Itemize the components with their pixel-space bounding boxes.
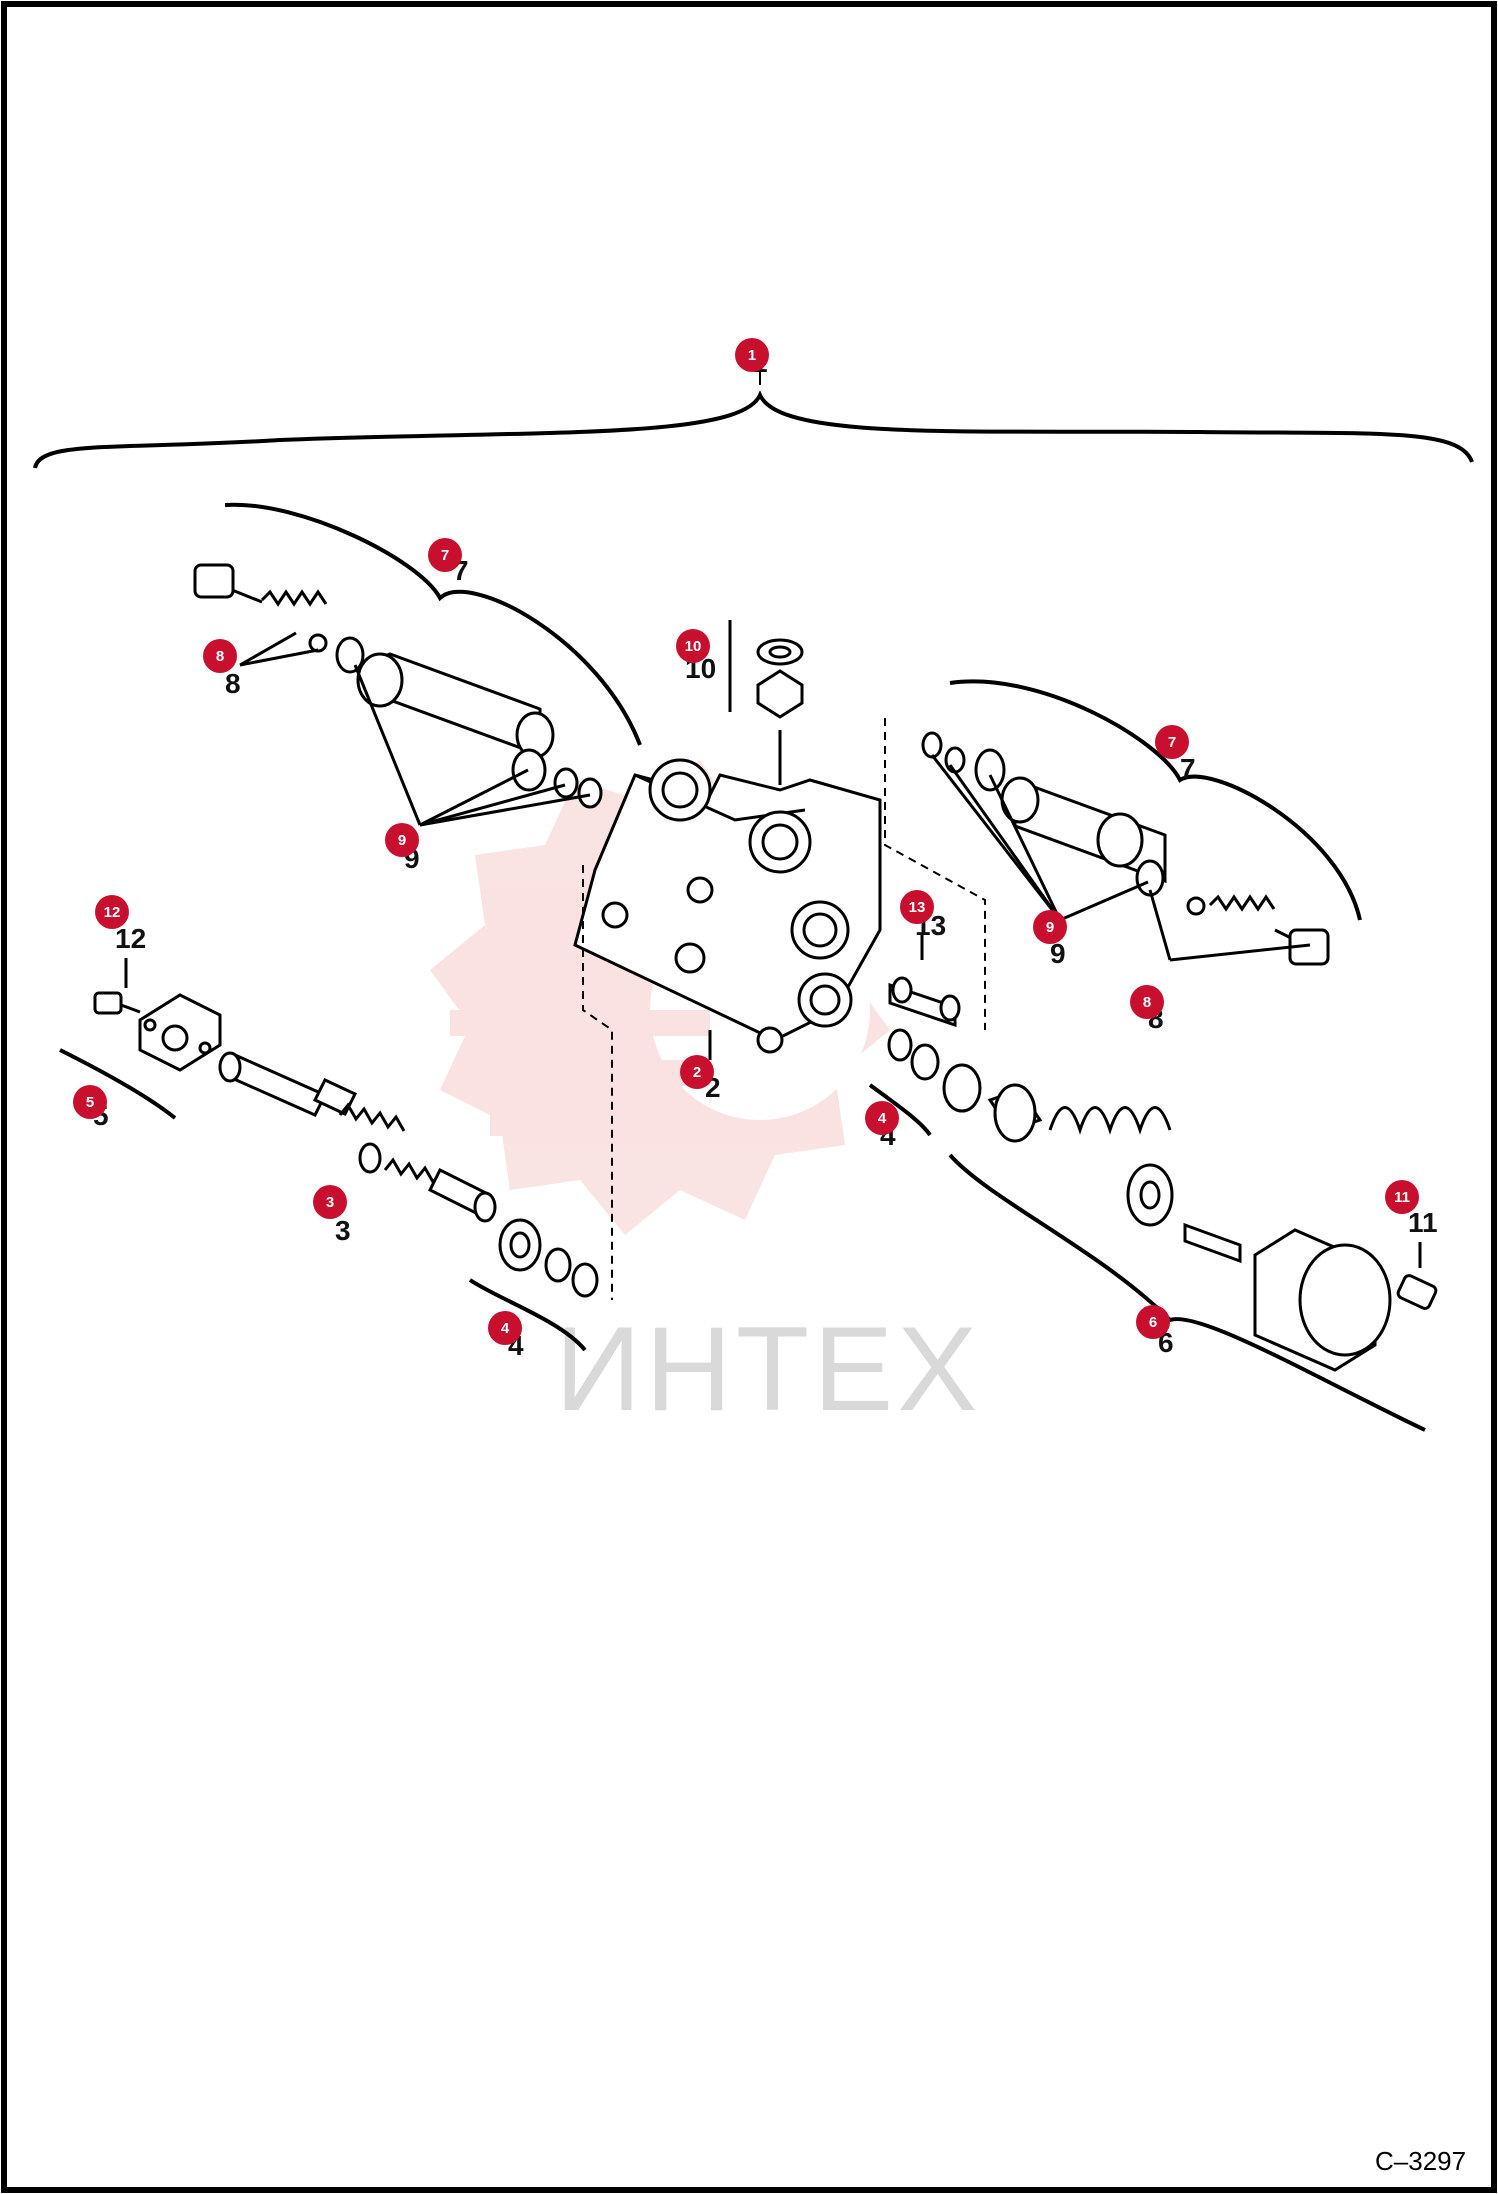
svg-text:9: 9 (398, 832, 406, 849)
relief-valve-left (193, 563, 603, 809)
ref-numeral: 8 (225, 668, 241, 699)
brace-item-6 (948, 1153, 1426, 1432)
svg-text:2: 2 (693, 1064, 701, 1081)
valve-body (573, 758, 882, 1060)
leader-lines (239, 631, 1311, 962)
callout-10: 10 (676, 629, 710, 663)
svg-text:11: 11 (1394, 1189, 1410, 1206)
svg-text:8: 8 (216, 648, 224, 665)
callout-4-left: 4 (488, 1311, 522, 1345)
callout-badges: 1 7 8 10 9 7 13 9 12 8 2 5 4 3 11 6 4 (73, 338, 1419, 1345)
svg-text:4: 4 (878, 1110, 887, 1127)
svg-text:4: 4 (501, 1320, 510, 1337)
svg-text:8: 8 (1143, 994, 1151, 1011)
relief-valve-right (921, 731, 1330, 966)
ref-numeral: 11 (1408, 1207, 1438, 1238)
end-cap-left (138, 993, 222, 1072)
figure-code: C–3297 (1375, 2146, 1466, 2176)
svg-text:7: 7 (1168, 734, 1176, 751)
reference-numerals: 1 7 8 10 9 7 13 9 12 8 2 5 4 3 11 6 4 (93, 347, 1438, 1361)
callout-9-right: 9 (1033, 910, 1067, 944)
callout-8-left: 8 (203, 639, 237, 673)
callout-7-right: 7 (1155, 725, 1189, 759)
svg-text:5: 5 (86, 1094, 94, 1111)
callout-2: 2 (680, 1055, 714, 1089)
ref-numeral: 12 (115, 923, 146, 954)
brace-item-5 (59, 1048, 177, 1120)
svg-text:6: 6 (1149, 1314, 1157, 1331)
svg-text:12: 12 (104, 904, 121, 921)
ref-numeral: 9 (1050, 938, 1066, 969)
callout-1: 1 (735, 338, 769, 372)
seal-kit-right (887, 1028, 982, 1113)
nut-and-washer (728, 620, 804, 785)
svg-text:7: 7 (441, 547, 449, 564)
cap-screw-left (93, 958, 141, 1015)
check-pin (888, 935, 961, 1028)
callout-3: 3 (313, 1185, 347, 1219)
callout-12: 12 (95, 895, 129, 929)
svg-text:3: 3 (326, 1194, 334, 1211)
ref-numeral: 3 (335, 1215, 351, 1246)
watermark-text: ИНТЕХ (555, 1302, 981, 1436)
callout-4-right: 4 (865, 1101, 899, 1135)
alignment-lines (582, 718, 986, 1300)
svg-text:9: 9 (1046, 919, 1054, 936)
callout-11: 11 (1385, 1180, 1419, 1214)
callout-8-right: 8 (1130, 985, 1164, 1019)
brace-item-4-left (468, 1278, 587, 1352)
brace-item-4-right (868, 1083, 932, 1137)
callout-6: 6 (1136, 1305, 1170, 1339)
seal-kit-left (498, 1218, 599, 1298)
callout-13: 13 (900, 890, 934, 924)
callout-5: 5 (73, 1085, 107, 1119)
spring-assembly (987, 1083, 1438, 1372)
svg-text:10: 10 (685, 638, 702, 655)
svg-text:1: 1 (748, 347, 756, 364)
callout-7-left: 7 (428, 538, 462, 572)
assembly-brace (33, 390, 1474, 469)
callout-9-left: 9 (385, 823, 419, 857)
svg-text:13: 13 (909, 899, 926, 916)
relief-brace-left (224, 502, 642, 746)
relief-brace-right (949, 679, 1362, 921)
ref-numeral: 7 (1180, 753, 1196, 784)
spool-assembly (218, 1051, 497, 1223)
